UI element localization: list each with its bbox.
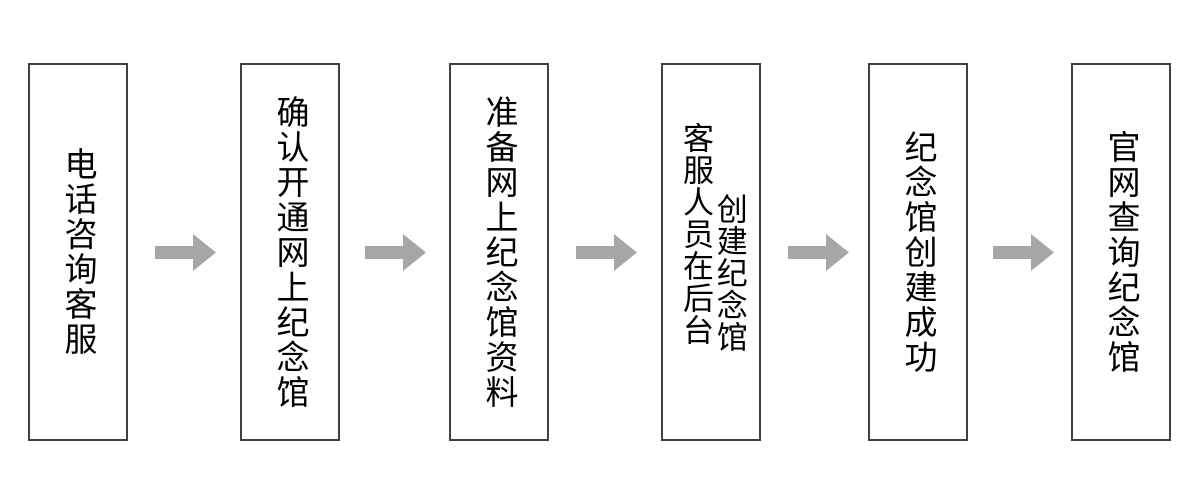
flow-arrow-1 [155, 234, 216, 271]
process-node-6[interactable]: 官网查询纪念馆 [1071, 63, 1171, 441]
right-arrow-icon [576, 234, 637, 271]
right-arrow-icon [993, 234, 1054, 271]
right-arrow-icon [365, 234, 426, 271]
node-4-label-secondary: 客服人员在后台 [677, 122, 713, 346]
process-node-3[interactable]: 准备网上纪念馆资料 [449, 63, 549, 441]
node-2-label: 确认开通网上纪念馆 [270, 94, 310, 410]
process-node-2[interactable]: 确认开通网上纪念馆 [240, 63, 340, 441]
process-node-5[interactable]: 纪念馆创建成功 [868, 63, 968, 441]
flow-arrow-5 [993, 234, 1054, 271]
node-1-label: 电话咨询客服 [58, 147, 98, 357]
flow-arrow-3 [576, 234, 637, 271]
flow-arrow-4 [788, 234, 849, 271]
node-4-label-primary: 创建纪念馆 [710, 193, 747, 353]
node-5-label: 纪念馆创建成功 [898, 129, 938, 375]
process-node-1[interactable]: 电话咨询客服 [28, 63, 128, 441]
process-node-4[interactable]: 创建纪念馆 客服人员在后台 [661, 63, 761, 441]
right-arrow-icon [788, 234, 849, 271]
node-3-label: 准备网上纪念馆资料 [479, 94, 519, 410]
right-arrow-icon [155, 234, 216, 271]
flow-arrow-2 [365, 234, 426, 271]
node-6-label: 官网查询纪念馆 [1101, 129, 1141, 375]
